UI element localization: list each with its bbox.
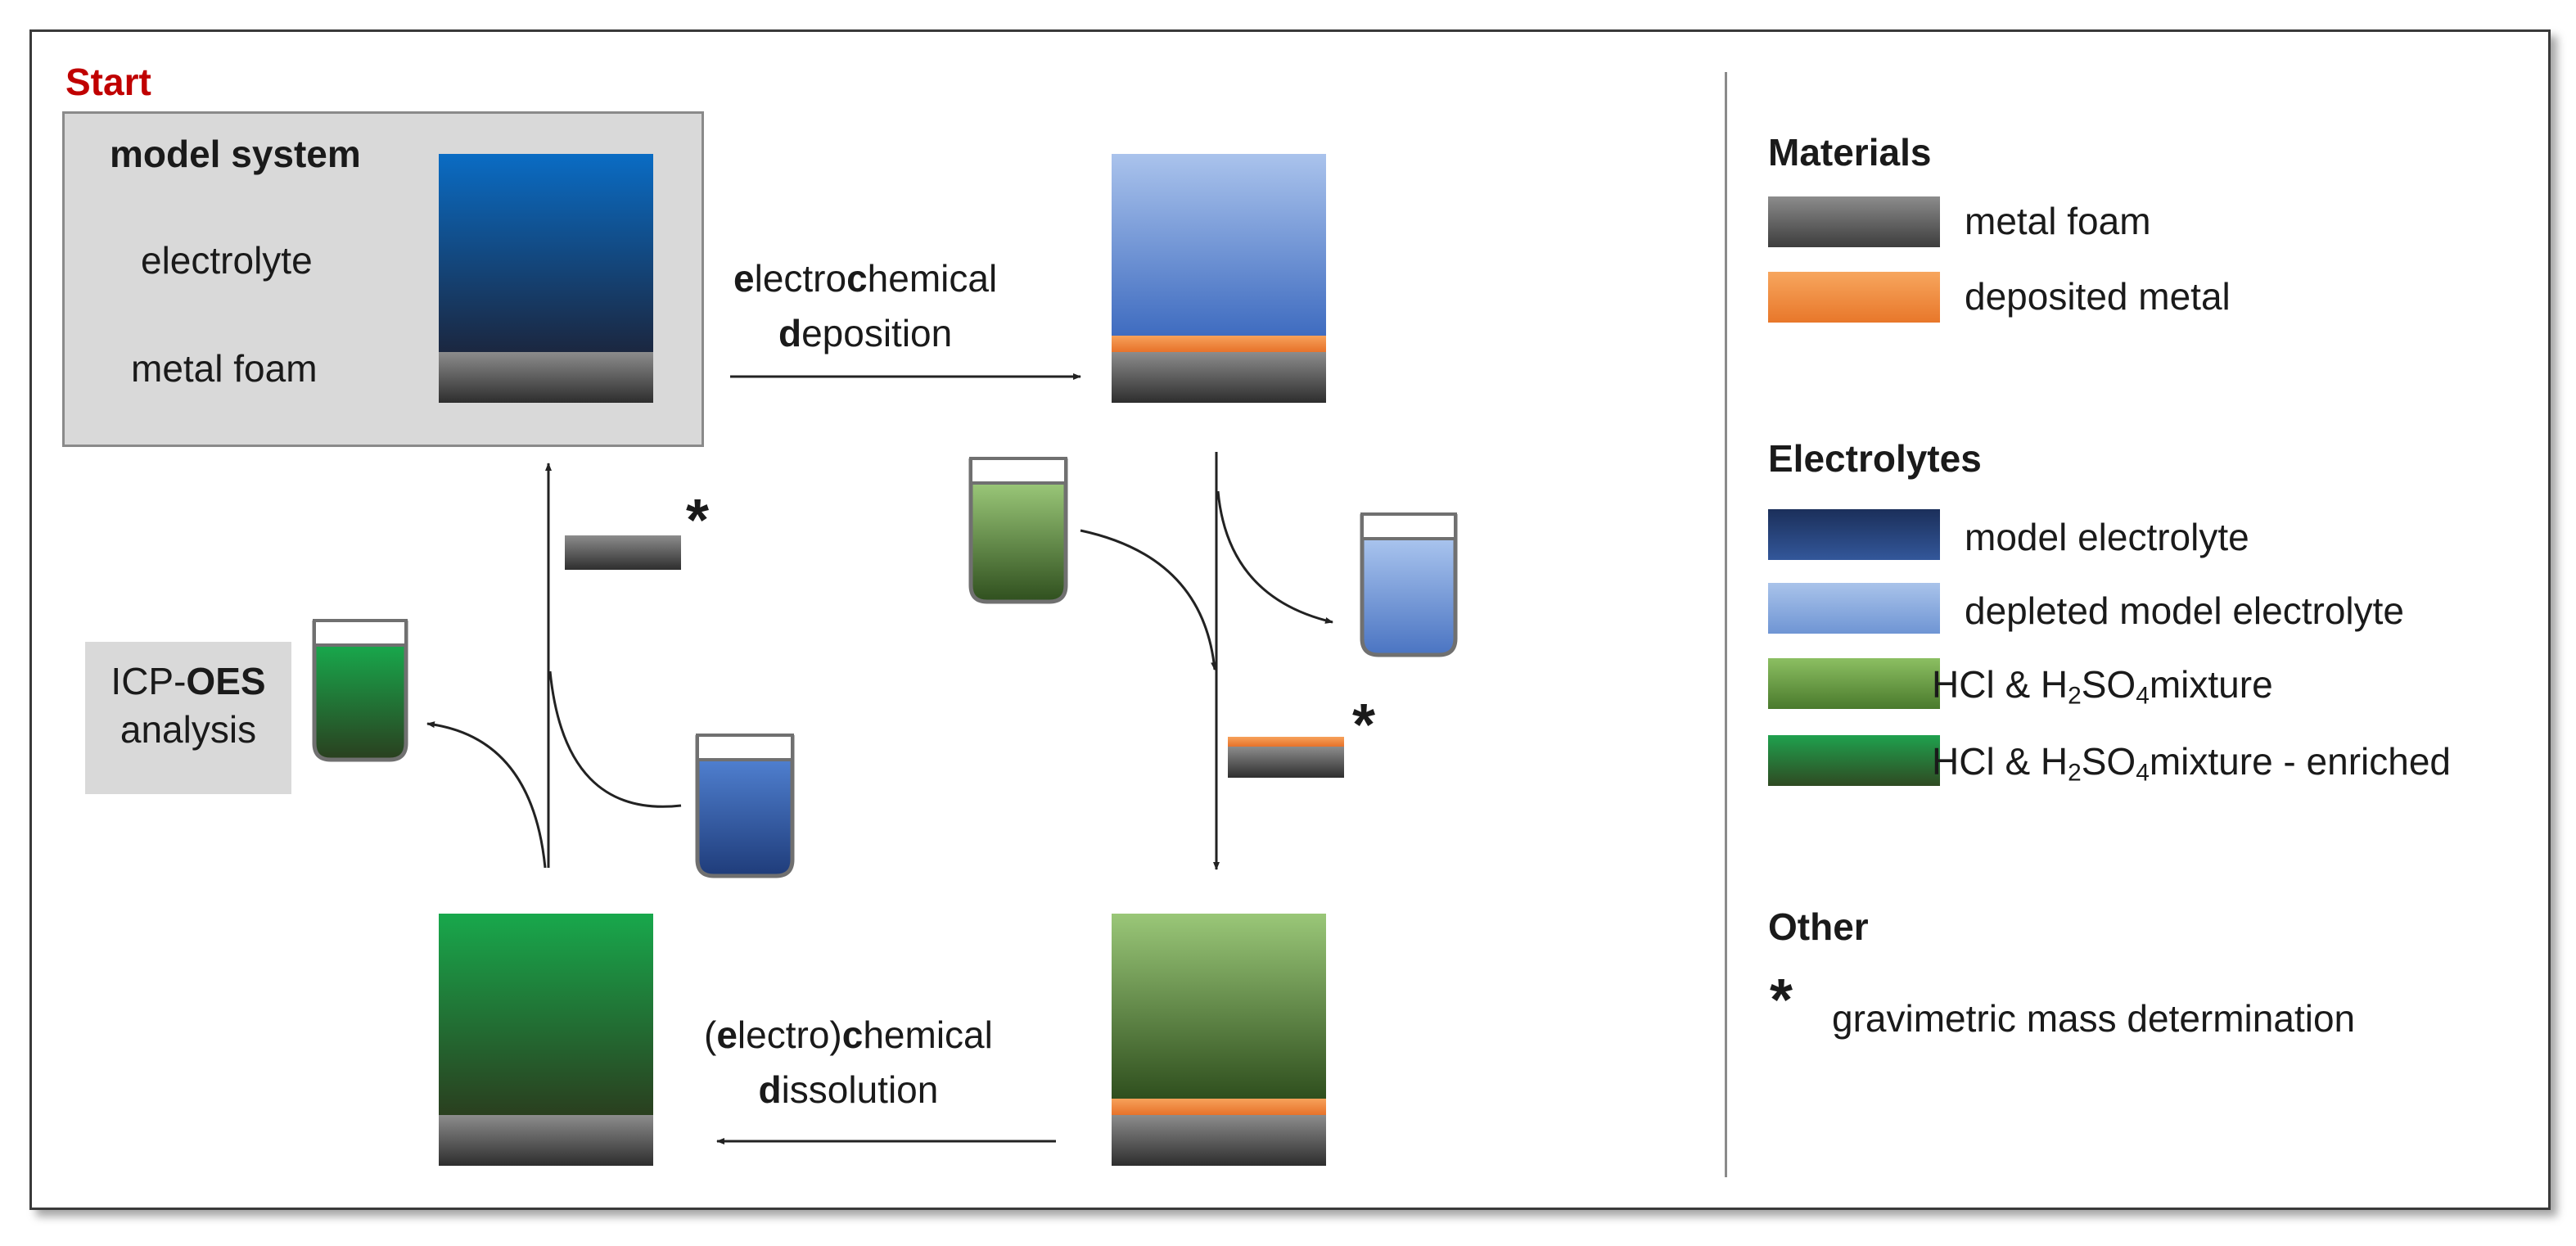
asterisk-foam-sample: * — [686, 488, 710, 553]
deposited-metal-layer — [1112, 336, 1326, 352]
asterisk-deposit-sample: * — [1352, 693, 1376, 758]
legend-other-title: Other — [1768, 905, 1869, 948]
depleted-column — [1112, 154, 1326, 403]
legend-swatch-depleted-electrolyte — [1768, 583, 1940, 634]
flow-arrows — [426, 373, 1333, 1144]
legend-materials-title: Materials — [1768, 131, 1932, 174]
legend-electrolytes-title: Electrolytes — [1768, 437, 1982, 480]
enriched-electrolyte-block — [439, 914, 653, 1115]
enriched-column — [439, 914, 653, 1166]
legend-hcl-mixture: HCl & H2SO4mixture — [1932, 663, 2273, 710]
deposited-metal-layer — [1112, 1099, 1326, 1115]
metal-foam-block — [1112, 352, 1326, 403]
hcl-column — [1112, 914, 1326, 1166]
analysis-label: ICP-OES analysis — [111, 660, 266, 751]
legend-model-electrolyte: model electrolyte — [1965, 516, 2249, 558]
legend-swatch-metal-foam — [1768, 196, 1940, 247]
legend-metal-foam: metal foam — [1965, 200, 2151, 242]
legend-swatch-deposited-metal — [1768, 272, 1940, 323]
start-label: Start — [65, 61, 151, 103]
beaker-depleted — [1360, 512, 1458, 657]
metal-foam-block — [1112, 1115, 1326, 1166]
model-electrolyte-block — [439, 154, 653, 352]
legend-gravimetric: gravimetric mass determination — [1832, 997, 2356, 1040]
foam-sample — [565, 535, 681, 570]
legend-hcl-enriched: HCl & H2SO4mixture - enriched — [1932, 740, 2451, 787]
hcl-electrolyte-block — [1112, 914, 1326, 1099]
metal-foam-block — [439, 352, 653, 403]
beaker-model — [695, 734, 795, 878]
arrow-to-analysis — [426, 721, 547, 869]
legend-depleted-electrolyte: depleted model electrolyte — [1965, 589, 2404, 632]
legend-swatch-model-electrolyte — [1768, 509, 1940, 560]
legend-swatch-hcl-enriched — [1768, 735, 1940, 786]
legend-deposited-metal: deposited metal — [1965, 275, 2231, 318]
legend-swatch-hcl-mixture — [1768, 658, 1940, 709]
analysis-box — [85, 642, 291, 794]
model-foam-label: metal foam — [131, 347, 318, 390]
foam-sample — [1228, 747, 1344, 778]
beaker-enriched — [312, 619, 408, 762]
legend-divider — [1725, 72, 1727, 1177]
metal-foam-block — [439, 1115, 653, 1166]
arrow-curve-out — [1216, 490, 1333, 624]
dissolution-label: (electro)chemical dissolution — [704, 1014, 993, 1111]
legend-asterisk: * — [1770, 968, 1793, 1033]
depleted-electrolyte-block — [1112, 154, 1326, 336]
beaker-hcl — [968, 457, 1068, 604]
model-system-title: model system — [110, 133, 361, 175]
arrow-curve-in — [1080, 529, 1218, 670]
deposit-sample-layer — [1228, 737, 1344, 747]
model-electrolyte-label: electrolyte — [141, 239, 313, 282]
arrow-curve-beaker — [548, 670, 682, 808]
model-system-column — [439, 154, 653, 403]
deposition-label: electrochemical deposition — [733, 257, 998, 354]
